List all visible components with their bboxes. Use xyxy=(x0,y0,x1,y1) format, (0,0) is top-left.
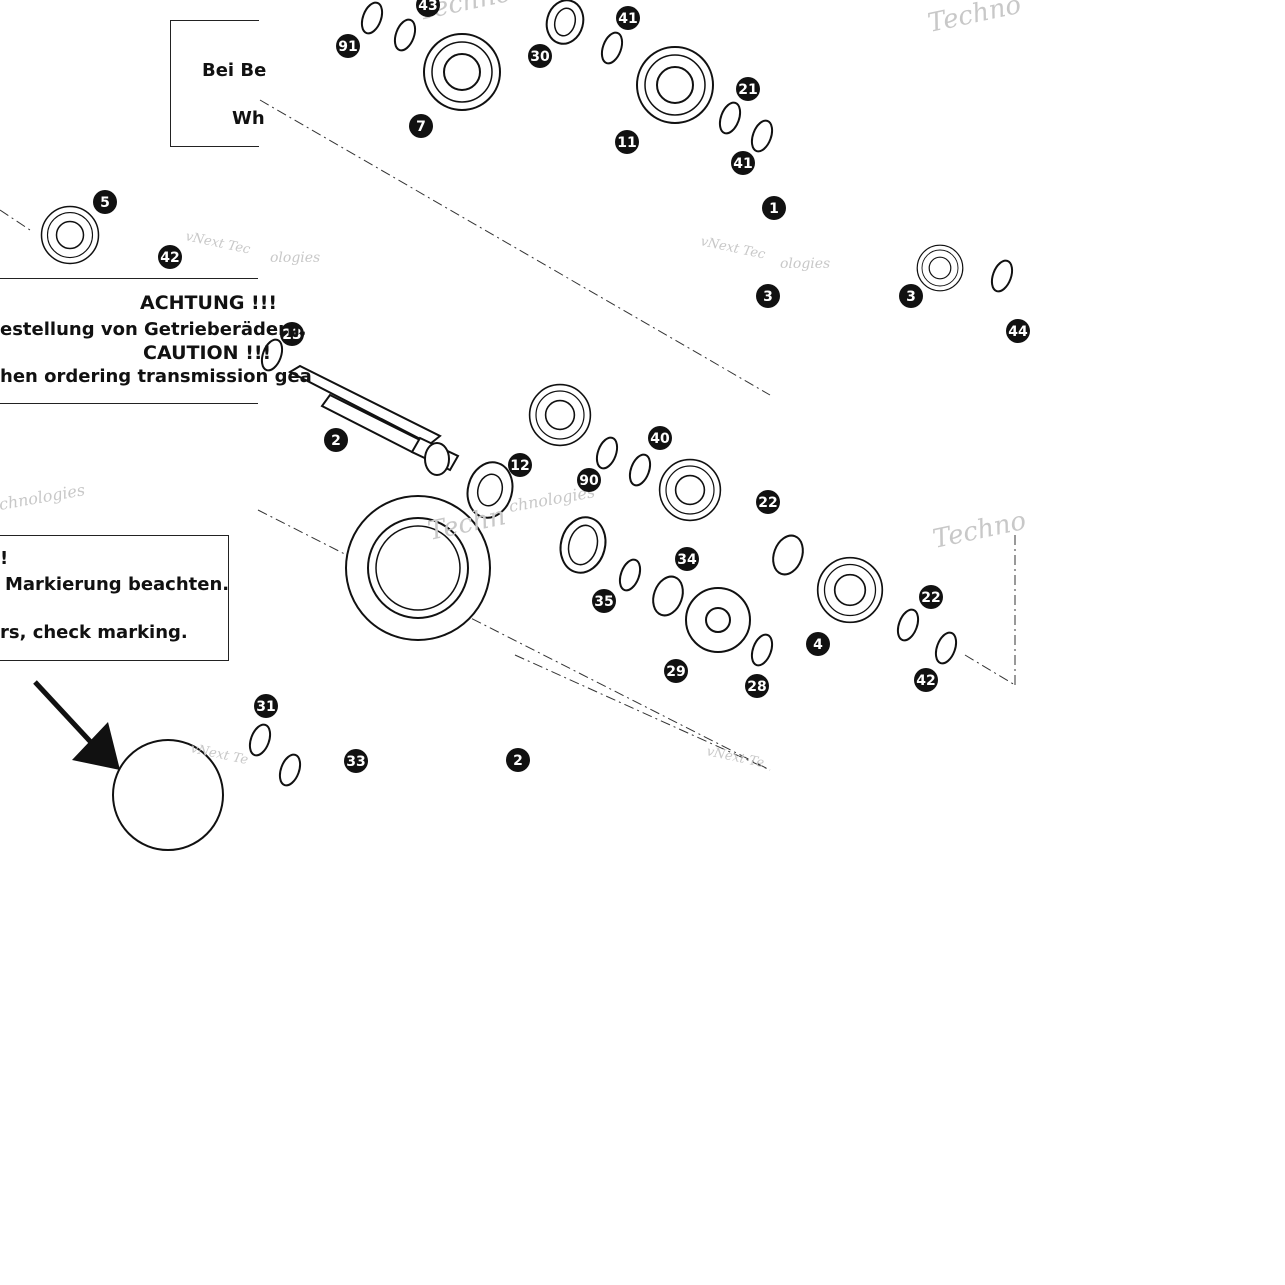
callout-3: 3 xyxy=(756,284,780,308)
callout-44: 44 xyxy=(1006,319,1030,343)
svg-text:chnologies: chnologies xyxy=(0,480,86,514)
callout-label: 33 xyxy=(346,754,365,770)
callout-3: 3 xyxy=(899,284,923,308)
gear-mid-b xyxy=(658,458,722,522)
input-shaft xyxy=(287,364,460,476)
svg-text:ologies: ologies xyxy=(780,256,830,272)
gear-mid-a xyxy=(528,383,592,447)
callout-1: 1 xyxy=(762,196,786,220)
callout-label: 42 xyxy=(916,673,935,689)
axis-lines xyxy=(0,99,1016,771)
notice-achtung: ACHTUNG !!! xyxy=(140,292,278,314)
callout-22: 22 xyxy=(756,490,780,514)
callout-label: 43 xyxy=(418,0,437,14)
callout-label: 29 xyxy=(666,664,685,680)
notice-box-bottom xyxy=(0,535,229,661)
callout-22: 22 xyxy=(919,585,943,609)
callout-34: 34 xyxy=(675,547,699,571)
callout-90: 90 xyxy=(577,468,601,492)
callout-30: 30 xyxy=(528,44,552,68)
callout-23: 23 xyxy=(280,322,304,346)
notice-bottom-mark: ! xyxy=(0,548,9,569)
notice-top-de: Bei Be xyxy=(202,60,267,81)
callout-42: 42 xyxy=(914,668,938,692)
callout-label: 42 xyxy=(160,250,179,266)
callout-label: 23 xyxy=(282,327,301,343)
svg-text:vNext Tec: vNext Tec xyxy=(699,234,767,262)
callout-28: 28 xyxy=(745,674,769,698)
callout-label: 3 xyxy=(763,289,773,305)
gear-11 xyxy=(636,46,714,124)
callout-label: 40 xyxy=(650,431,670,447)
callout-42: 42 xyxy=(158,245,182,269)
notice-top-en: Wh xyxy=(232,108,265,129)
callout-label: 1 xyxy=(769,201,779,217)
callout-11: 11 xyxy=(615,130,639,154)
callout-label: 5 xyxy=(100,195,110,211)
callout-29: 29 xyxy=(664,659,688,683)
callout-label: 11 xyxy=(617,135,636,151)
gear-5 xyxy=(40,205,100,265)
callout-label: 44 xyxy=(1008,324,1028,340)
callout-label: 34 xyxy=(677,552,697,568)
callout-label: 12 xyxy=(510,458,529,474)
callout-2: 2 xyxy=(324,428,348,452)
callout-label: 2 xyxy=(513,753,523,769)
callout-label: 90 xyxy=(579,473,599,489)
callout-21: 21 xyxy=(736,77,760,101)
notice-box-middle xyxy=(0,278,258,404)
notice-bottom-de: Markierung beachten. xyxy=(5,574,230,595)
notice-caution: CAUTION !!! xyxy=(143,342,272,364)
svg-text:Techno: Techno xyxy=(930,506,1029,555)
gear-bottom-left xyxy=(112,739,224,851)
callout-91: 91 xyxy=(336,34,360,58)
callout-label: 31 xyxy=(256,699,275,715)
callout-label: 3 xyxy=(906,289,916,305)
callout-label: 4 xyxy=(813,637,823,653)
callout-7: 7 xyxy=(409,114,433,138)
svg-text:vNext Tec: vNext Tec xyxy=(184,229,252,257)
notice-box-top xyxy=(170,20,259,147)
svg-text:ologies: ologies xyxy=(270,250,320,266)
bearings-and-rings xyxy=(245,0,1017,790)
callout-label: 22 xyxy=(921,590,940,606)
callout-35: 35 xyxy=(592,589,616,613)
callout-41: 41 xyxy=(731,151,755,175)
notice-middle-en: hen ordering transmission gea xyxy=(0,366,312,387)
gear-4 xyxy=(816,556,884,624)
callout-2: 2 xyxy=(506,748,530,772)
sprocket-gear-large xyxy=(345,495,491,641)
callout-label: 91 xyxy=(338,39,357,55)
callout-4: 4 xyxy=(806,632,830,656)
callout-label: 30 xyxy=(530,49,550,65)
svg-text:vNext Te: vNext Te xyxy=(705,744,766,771)
callout-31: 31 xyxy=(254,694,278,718)
callout-43: 43 xyxy=(416,0,440,17)
notice-bottom-en: rs, check marking. xyxy=(0,622,188,643)
callout-label: 2 xyxy=(331,433,341,449)
callout-label: 41 xyxy=(618,11,637,27)
gear-3 xyxy=(916,244,964,292)
callout-label: 22 xyxy=(758,495,777,511)
callout-label: 28 xyxy=(747,679,766,695)
callout-33: 33 xyxy=(344,749,368,773)
callout-41: 41 xyxy=(616,6,640,30)
sprocket-29 xyxy=(685,587,751,653)
callout-12: 12 xyxy=(508,453,532,477)
callout-label: 41 xyxy=(733,156,752,172)
callout-label: 35 xyxy=(594,594,613,610)
notice-middle-de: estellung von Getrieberädern, xyxy=(0,319,307,340)
callout-5: 5 xyxy=(93,190,117,214)
callout-40: 40 xyxy=(648,426,672,450)
marking-arrow xyxy=(33,680,120,770)
callout-label: 21 xyxy=(738,82,757,98)
svg-text:Techno: Techno xyxy=(925,0,1024,39)
gear-7 xyxy=(423,33,501,111)
callout-label: 7 xyxy=(416,119,426,135)
